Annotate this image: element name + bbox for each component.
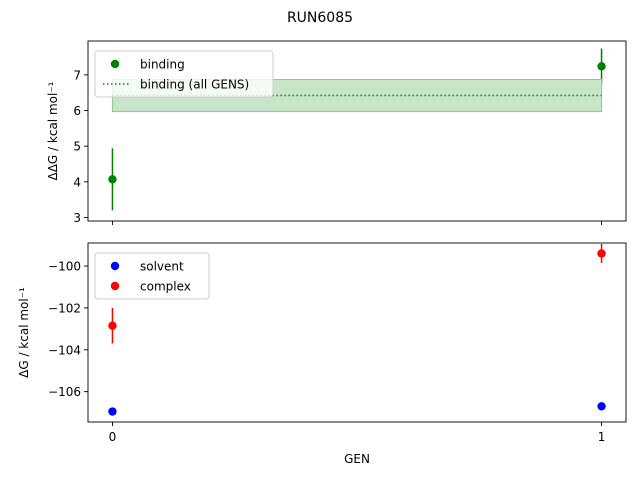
legend-label: binding bbox=[140, 58, 185, 72]
y-axis-label: ΔG / kcal mol⁻¹ bbox=[17, 287, 31, 378]
axes-frame bbox=[87, 40, 627, 222]
binding-point bbox=[108, 175, 117, 184]
binding-point bbox=[597, 62, 606, 71]
legend-point-marker bbox=[110, 261, 120, 271]
legend-point-marker bbox=[110, 59, 120, 69]
y-tick-label: 4 bbox=[73, 175, 81, 189]
figure-title: RUN6085 bbox=[287, 10, 353, 26]
y-tick-label: 6 bbox=[73, 104, 81, 118]
y-tick-label: 5 bbox=[73, 140, 81, 154]
y-tick-label: −100 bbox=[48, 260, 81, 274]
x-tick-label: 0 bbox=[109, 430, 117, 444]
legend-box bbox=[94, 50, 274, 98]
y-axis-label: ΔΔG / kcal mol⁻¹ bbox=[46, 81, 60, 180]
complex-point bbox=[108, 321, 117, 330]
x-tick-label: 1 bbox=[598, 430, 606, 444]
y-tick-label: −104 bbox=[48, 343, 81, 357]
complex-point bbox=[597, 249, 606, 258]
legend-label: solvent bbox=[140, 260, 184, 274]
legend-box bbox=[94, 252, 210, 300]
legend-point-marker bbox=[110, 281, 120, 291]
solvent-point bbox=[597, 402, 606, 411]
axes-frame bbox=[87, 242, 627, 423]
bottom-panel: −106 −104 −102 −100 0 1 ΔG / kcal mol⁻¹ GEN solv… bbox=[17, 242, 627, 466]
y-tick-label: 7 bbox=[73, 68, 81, 82]
legend-label: complex bbox=[140, 280, 191, 294]
legend-label: binding (all GENS) bbox=[140, 78, 249, 92]
solvent-point bbox=[108, 407, 117, 416]
y-tick-label: −102 bbox=[48, 301, 81, 315]
y-tick-label: −106 bbox=[48, 385, 81, 399]
x-axis-label: GEN bbox=[344, 452, 370, 466]
y-tick-label: 3 bbox=[73, 211, 81, 225]
